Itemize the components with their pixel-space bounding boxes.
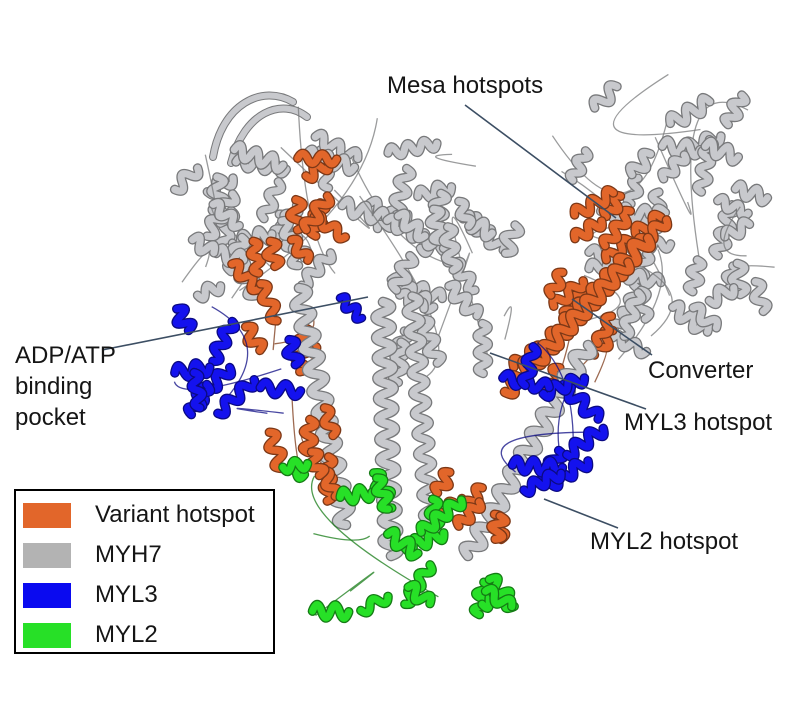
leader-line [489, 352, 647, 410]
leader-line [571, 298, 653, 356]
legend-label-myl2: MYL2 [95, 621, 158, 648]
label-myl2-hotspot: MYL2 hotspot [590, 528, 739, 555]
legend-item-myl3: MYL3 [23, 581, 158, 608]
leader-lines [101, 104, 653, 529]
label-adp-atp-binding-pocket: ADP/ATP binding pocket [15, 342, 116, 432]
legend-label-variant-hotspot: Variant hotspot [95, 501, 255, 528]
legend-label-myh7: MYH7 [95, 541, 162, 568]
legend-item-myl2: MYL2 [23, 621, 158, 648]
legend-swatch-myl2 [23, 622, 71, 648]
leader-line [543, 498, 619, 529]
leader-line [101, 296, 369, 351]
legend-label-myl3: MYL3 [95, 581, 158, 608]
legend: Variant hotspot MYH7 MYL3 MYL2 [14, 489, 275, 654]
label-mesa-hotspots: Mesa hotspots [387, 72, 544, 99]
leader-line [464, 104, 617, 219]
legend-swatch-variant-hotspot [23, 502, 71, 528]
legend-item-myh7: MYH7 [23, 541, 162, 568]
legend-swatch-myl3 [23, 582, 71, 608]
label-myl3-hotspot: MYL3 hotspot [624, 409, 773, 436]
legend-item-variant-hotspot: Variant hotspot [23, 501, 255, 528]
label-converter: Converter [648, 357, 754, 384]
legend-swatch-myh7 [23, 542, 71, 568]
